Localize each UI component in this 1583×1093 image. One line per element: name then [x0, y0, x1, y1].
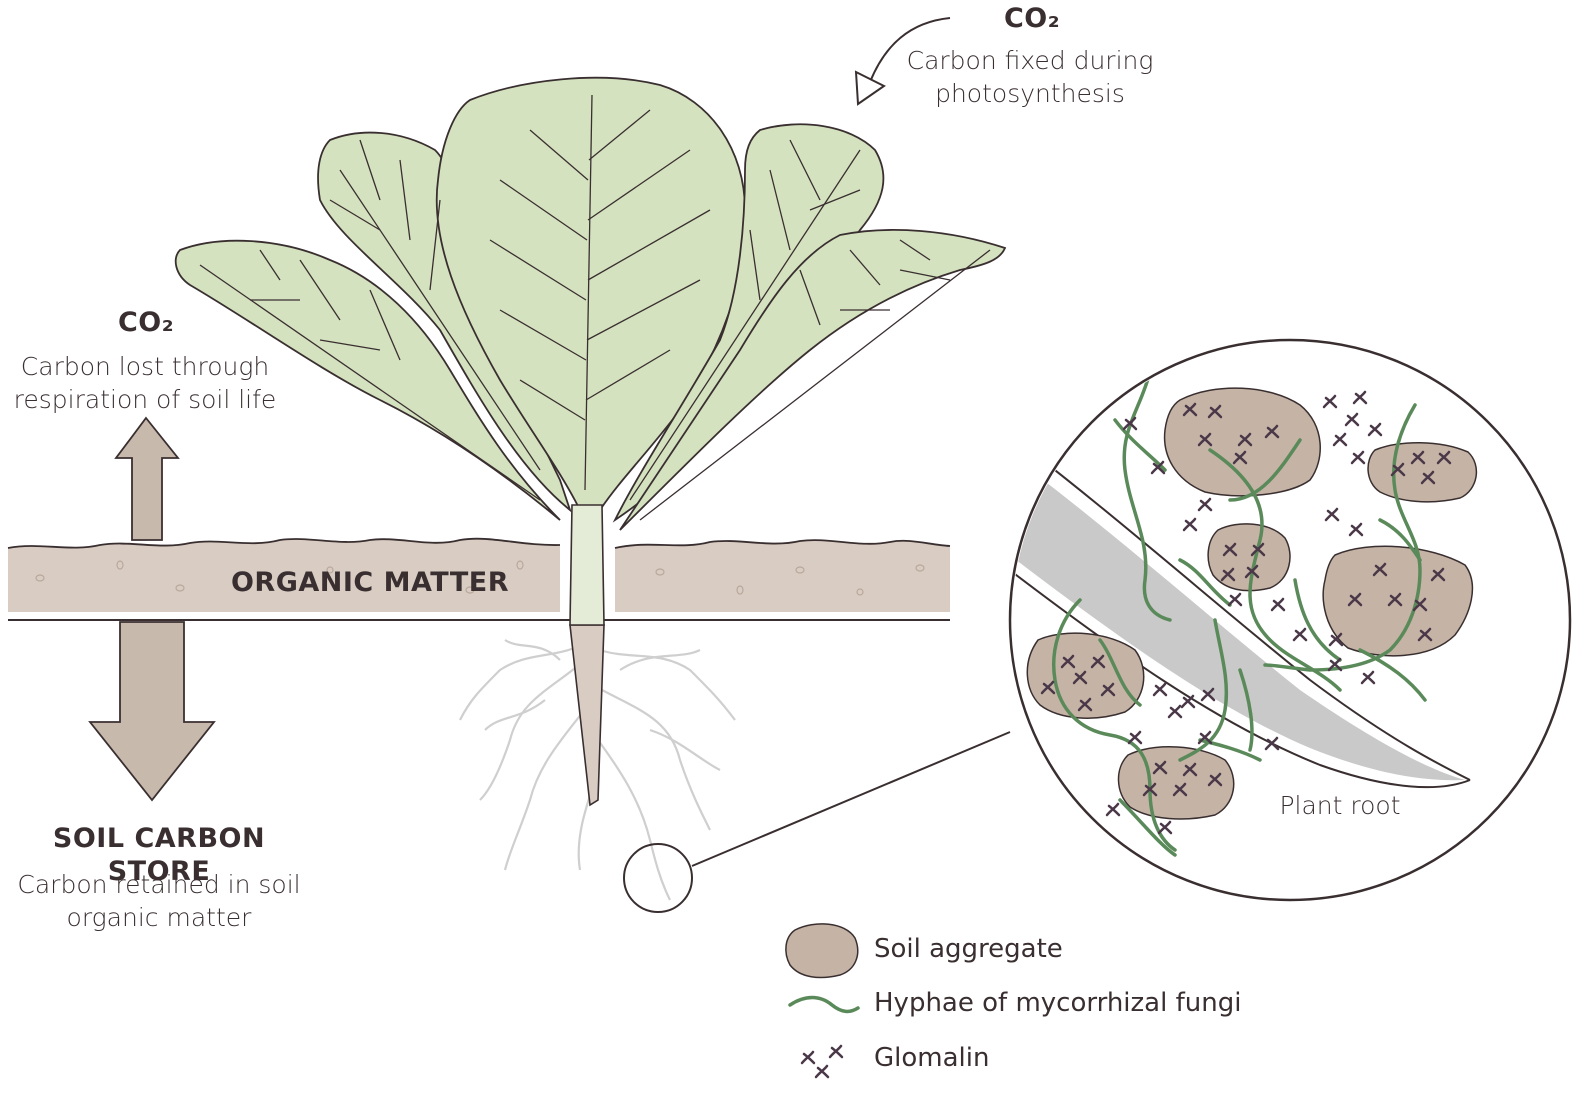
glomalin-glyph [1172, 782, 1188, 797]
glomalin-glyph [1227, 592, 1243, 607]
glomalin-glyph [1328, 632, 1344, 647]
glomalin-glyph [1167, 704, 1183, 719]
legend-hyphae-label: Hyphae of mycorrhizal fungi [874, 988, 1242, 1018]
glomalin-glyph [800, 1050, 816, 1065]
legend-glomalin-label: Glomalin [874, 1043, 990, 1073]
photosynthesis-arrow [854, 17, 951, 106]
glomalin-glyph [1180, 694, 1196, 709]
soil-store-desc-line2: organic matter [66, 903, 252, 932]
tap-root [569, 624, 605, 807]
glomalin-glyph [1430, 567, 1446, 582]
co2-top-desc-line2: photosynthesis [935, 79, 1125, 108]
glomalin-glyph [1327, 657, 1343, 672]
glomalin-glyph [1348, 522, 1364, 537]
glomalin-glyph [1157, 820, 1173, 835]
plant-stem [569, 504, 605, 626]
organic-matter-layer [7, 537, 951, 621]
glomalin-glyph [1090, 654, 1106, 669]
hyphae [1052, 370, 1427, 857]
glomalin-glyph [1237, 432, 1253, 447]
glomalin-glyph [1077, 697, 1093, 712]
glomalin-glyph [1072, 670, 1088, 685]
glomalin-glyph [1264, 424, 1280, 439]
glomalin-glyph [1152, 760, 1168, 775]
legend-aggregate-label: Soil aggregate [874, 934, 1063, 964]
glomalin-glyph [1150, 460, 1166, 475]
glomalin-glyph [1350, 450, 1366, 465]
zoom-detail-circle [1008, 338, 1572, 902]
glomalin-glyph [1344, 412, 1360, 427]
legend-aggregate-swatch [785, 923, 859, 979]
soil-store-arrow [88, 621, 216, 802]
zoom-connector-line [691, 731, 1011, 867]
glomalin-glyph [1372, 562, 1388, 577]
co2-left-title: CO₂ [117, 307, 175, 338]
glomalin-glyph [1122, 416, 1138, 431]
glomalin-glyph [814, 1064, 830, 1079]
glomalin-glyph [1197, 432, 1213, 447]
glomalin-glyph [1207, 404, 1223, 419]
glomalin-glyph [1332, 432, 1348, 447]
glomalin-glyph [1060, 654, 1076, 669]
glomalin-glyph [1207, 772, 1223, 787]
respiration-arrow [114, 416, 180, 541]
glomalin-glyph [1390, 462, 1406, 477]
glomalin-glyph [1324, 507, 1340, 522]
plant-root-label: Plant root [1279, 791, 1401, 820]
glomalin-glyph [1250, 542, 1266, 557]
soil-store-desc-line1: Carbon retained in soil [17, 870, 301, 899]
glomalin-glyph [1436, 450, 1452, 465]
glomalin-glyph [1232, 450, 1248, 465]
glomalin-glyph [1040, 680, 1056, 695]
glomalin-glyph [1100, 682, 1116, 697]
glomalin-glyph [1322, 394, 1338, 409]
glomalin-glyph [1264, 736, 1280, 751]
legend-hyphae-swatch [788, 995, 860, 1014]
glomalin-glyph [1127, 730, 1143, 745]
co2-left-desc-line1: Carbon lost through [20, 352, 270, 381]
glomalin-glyph [1142, 782, 1158, 797]
fine-roots [459, 639, 736, 901]
plant-leaves [174, 76, 1007, 531]
glomalin-glyph [1182, 402, 1198, 417]
zoom-source-circle [623, 843, 693, 913]
glomalin-particles [1040, 390, 1452, 835]
glomalin-glyph [1197, 497, 1213, 512]
organic-matter-label: ORGANIC MATTER [230, 567, 509, 598]
glomalin-glyph [1182, 517, 1198, 532]
glomalin-glyph [1200, 687, 1216, 702]
co2-top-title: CO₂ [1003, 3, 1061, 34]
soil-store-title: SOIL CARBON STORE [52, 823, 266, 887]
glomalin-glyph [1222, 542, 1238, 557]
glomalin-glyph [1182, 762, 1198, 777]
glomalin-glyph [828, 1044, 844, 1059]
glomalin-glyph [1387, 592, 1403, 607]
glomalin-glyph [1352, 390, 1368, 405]
glomalin-glyph [1152, 682, 1168, 697]
glomalin-glyph [1420, 470, 1436, 485]
legend-glomalin-swatch [800, 1044, 844, 1079]
glomalin-glyph [1244, 564, 1260, 579]
glomalin-glyph [1220, 567, 1236, 582]
glomalin-glyph [1417, 627, 1433, 642]
glomalin-glyph [1197, 730, 1213, 745]
glomalin-glyph [1347, 592, 1363, 607]
plant-root-section [1012, 440, 1465, 781]
glomalin-glyph [1105, 802, 1121, 817]
glomalin-glyph [1292, 627, 1308, 642]
co2-left-desc-line2: respiration of soil life [13, 385, 277, 414]
co2-top-desc-line1: Carbon fixed during [906, 46, 1154, 75]
glomalin-glyph [1412, 597, 1428, 612]
glomalin-glyph [1410, 450, 1426, 465]
glomalin-glyph [1360, 670, 1376, 685]
glomalin-glyph [1367, 422, 1383, 437]
glomalin-glyph [1270, 597, 1286, 612]
